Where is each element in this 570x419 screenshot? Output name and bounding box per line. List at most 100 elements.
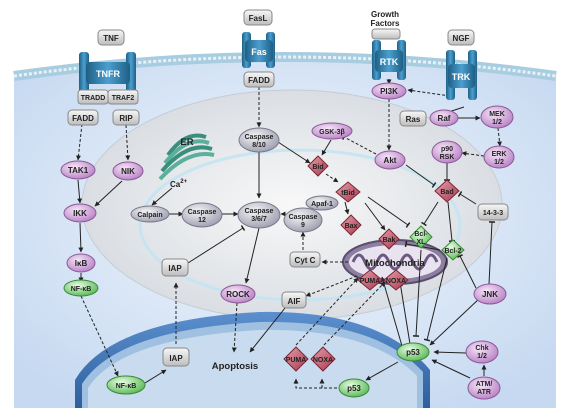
svg-text:12: 12: [198, 217, 206, 224]
svg-text:Caspase: Caspase: [245, 134, 274, 141]
edge-aif-apoptosis: [249, 307, 286, 353]
svg-text:IAP: IAP: [169, 354, 183, 363]
receptor-trk: TRK: [446, 50, 477, 100]
svg-text:1/2: 1/2: [492, 119, 502, 126]
node-iap-nuclear: IAP: [162, 347, 190, 367]
receptor-tnfr: TNFR: [79, 52, 136, 96]
edge-jnk-p53: [429, 297, 481, 346]
node-caspase-8-10: Caspase 8/10: [238, 127, 280, 153]
edge-nfkb-iap: [144, 369, 167, 384]
edge-bcl2-bax: [404, 240, 441, 251]
node-nik: NIK: [112, 161, 144, 181]
node-14-3-3: 14-3-3: [477, 203, 509, 221]
edge-tak1-ikk: [77, 179, 83, 204]
er-label: ER: [180, 137, 193, 148]
svg-text:Chk: Chk: [475, 345, 488, 352]
svg-text:p53: p53: [347, 384, 361, 393]
node-ikb: IκB: [66, 253, 96, 273]
svg-text:Caspase: Caspase: [245, 208, 274, 215]
svg-text:TNF: TNF: [103, 34, 119, 43]
edge-casp810-bid: [277, 141, 311, 164]
svg-text:Raf: Raf: [438, 114, 451, 123]
node-caspase-12: Caspase 12: [181, 202, 223, 228]
edge-p53-puma: [380, 276, 403, 347]
apoptosis-label: Apoptosis: [212, 361, 258, 372]
svg-text:NOXA: NOXA: [386, 278, 406, 285]
svg-text:14-3-3: 14-3-3: [483, 210, 503, 217]
edge-puma-mito: [295, 277, 359, 346]
svg-text:IAP: IAP: [168, 264, 182, 273]
svg-text:FasL: FasL: [249, 14, 268, 23]
er-icon: [158, 133, 215, 181]
node-ras: Ras: [399, 110, 427, 127]
edge-akt-gsk3b: [341, 133, 377, 155]
svg-text:PI3K: PI3K: [380, 87, 398, 96]
svg-text:Ras: Ras: [406, 115, 421, 124]
svg-text:Akt: Akt: [384, 156, 397, 165]
node-bax: Bax: [340, 214, 362, 236]
svg-text:TAK1: TAK1: [68, 166, 89, 175]
node-fadd-left: FADD: [67, 109, 99, 126]
node-fadd-center: FADD: [243, 71, 275, 88]
edge-ca-calpain: [151, 187, 173, 206]
node-bcl-xl: Bcl- XL: [409, 225, 433, 249]
svg-text:ROCK: ROCK: [226, 290, 250, 299]
edge-bad-bcl2: [447, 201, 456, 243]
svg-text:Bcl-: Bcl-: [414, 231, 428, 238]
edge-p53-noxa: [398, 281, 411, 345]
node-ikk: IKK: [63, 203, 97, 223]
edge-gsk3b-bid: [321, 139, 332, 156]
node-jnk: JNK: [473, 283, 507, 305]
node-bad: Bad: [434, 179, 460, 203]
node-akt: Akt: [374, 150, 406, 170]
svg-text:TRADD: TRADD: [81, 95, 106, 102]
svg-text:1/2: 1/2: [477, 353, 487, 360]
svg-text:Bid: Bid: [312, 164, 323, 171]
edge-nik-ikk: [94, 180, 123, 207]
svg-text:NIK: NIK: [121, 167, 135, 176]
svg-text:tBid: tBid: [341, 190, 355, 197]
node-p53-nuclear: p53: [338, 378, 370, 398]
svg-text:p90: p90: [441, 146, 453, 153]
node-aif: AIF: [281, 291, 307, 309]
svg-text:Caspase: Caspase: [188, 209, 217, 216]
svg-text:IκB: IκB: [75, 259, 88, 268]
node-p90rsk: p90 RSK: [431, 140, 463, 164]
edge-bad-bclxl: [421, 201, 439, 227]
svg-text:IKK: IKK: [73, 209, 87, 218]
edge-erk-p90rsk: [461, 151, 485, 157]
node-bak: Bak: [378, 228, 400, 250]
node-tradd: TRADD: [77, 89, 109, 105]
node-gsk3b: GSK-3β: [311, 122, 353, 140]
edge-bcl2-p53b: [423, 257, 448, 342]
node-puma-cyto: PUMA: [357, 269, 383, 291]
edge-atm-p53: [431, 359, 471, 379]
svg-text:Fas: Fas: [251, 47, 267, 57]
edge-trk-pi3k: [407, 88, 451, 97]
node-caspase-3-6-7: Caspase 3/6/7: [237, 201, 281, 229]
svg-text:NGF: NGF: [453, 34, 470, 43]
edge-bclxl-p53: [412, 249, 422, 337]
svg-text:ATM/: ATM/: [476, 381, 493, 388]
svg-text:FADD: FADD: [72, 114, 94, 123]
svg-text:ERK: ERK: [492, 151, 507, 158]
edge-mek-erk: [497, 127, 502, 147]
svg-text:8/10: 8/10: [252, 142, 266, 149]
node-cyt-c: Cyt C: [289, 251, 321, 268]
edge-casp367-rock: [244, 227, 260, 284]
svg-text:Bak: Bak: [383, 237, 396, 244]
edge-rip-nik: [125, 124, 131, 161]
edges: [76, 79, 502, 389]
node-puma-nuclear: PUMA: [283, 346, 309, 372]
svg-text:Calpain: Calpain: [137, 212, 162, 219]
receptor-fas: Fas: [242, 32, 275, 68]
edge-jnk-bcl2: [456, 253, 477, 289]
svg-text:3/6/7: 3/6/7: [251, 216, 267, 223]
ligand-growth-factors: Growth Factors: [371, 10, 401, 40]
edge-tbid-bax: [344, 201, 350, 215]
node-erk: ERK 1/2: [483, 145, 515, 169]
edge-fadd-tak1: [76, 123, 83, 161]
node-rock: ROCK: [220, 284, 256, 304]
node-raf: Raf: [429, 109, 459, 127]
